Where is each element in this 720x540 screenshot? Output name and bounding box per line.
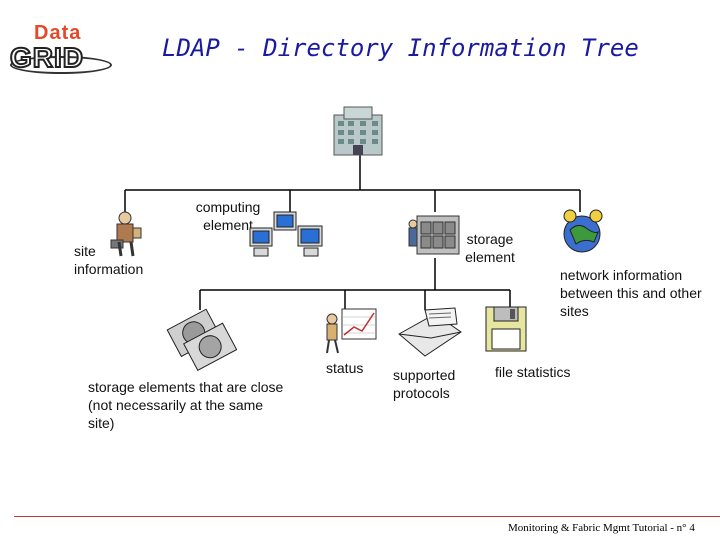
storage-cabinet-icon (408, 215, 460, 255)
label-network-information: network information between this and oth… (560, 267, 702, 319)
floppy-disk-icon (485, 306, 527, 352)
datagrid-logo: Data GRID (9, 22, 112, 74)
logo-text-data: Data (34, 22, 82, 44)
globe-network-icon (563, 209, 603, 253)
footer-text: Monitoring & Fabric Mgmt Tutorial - n° 4 (508, 522, 695, 534)
logo-text-grid: GRID (9, 41, 84, 74)
chart-presenter-icon (326, 308, 377, 354)
computers-icon (249, 211, 323, 257)
footer-rule (14, 516, 720, 517)
building-icon (333, 106, 383, 156)
page-title: LDAP - Directory Information Tree (162, 34, 639, 62)
label-close-storage: storage elements that are close (not nec… (88, 379, 284, 431)
label-file-statistics: file statistics (495, 364, 571, 380)
label-storage-element: storage element (465, 231, 515, 265)
worker-icon (110, 211, 142, 257)
label-supported-protocols: supported protocols (393, 367, 456, 401)
label-status: status (326, 360, 364, 376)
hard-disks-icon (166, 308, 237, 371)
label-site-information: site information (74, 243, 144, 277)
envelope-icon (398, 307, 462, 357)
logo-ring (10, 56, 112, 74)
label-computing-element: computing element (195, 199, 261, 233)
